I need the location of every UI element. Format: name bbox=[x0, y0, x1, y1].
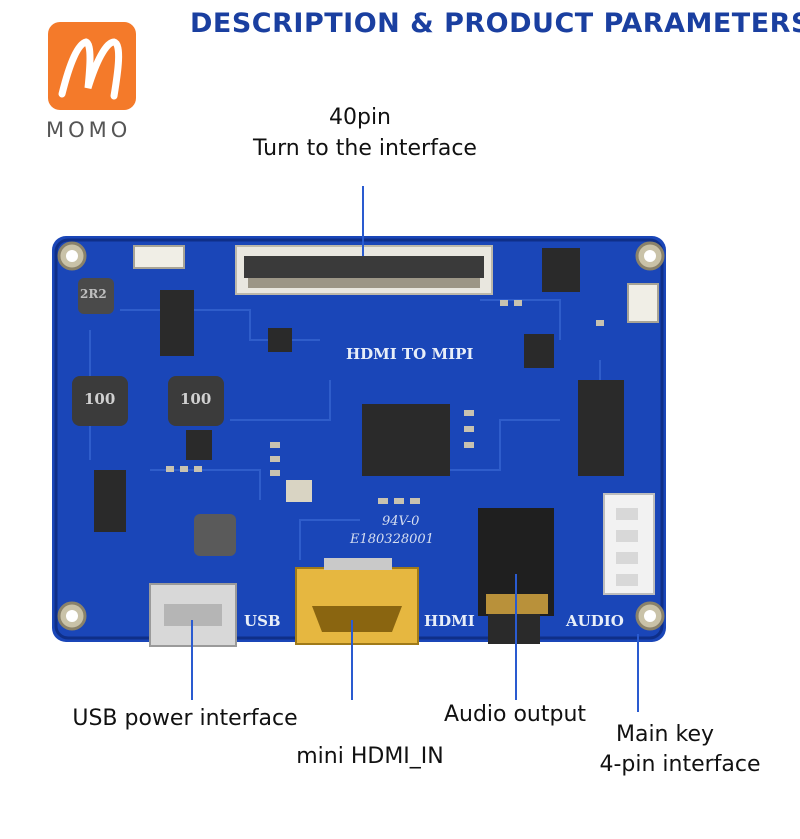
page-title: DESCRIPTION & PRODUCT PARAMETERS bbox=[190, 8, 800, 39]
callout-audio: Audio output bbox=[443, 702, 587, 727]
port-label-audio: AUDIO bbox=[566, 612, 624, 630]
passive-components bbox=[166, 300, 604, 504]
logo-mark-icon bbox=[58, 38, 123, 100]
port-label-hdmi: HDMI bbox=[424, 612, 475, 630]
logo-text: MOMO bbox=[46, 118, 132, 142]
port-label-usb: USB bbox=[244, 612, 281, 630]
usb-port bbox=[149, 583, 237, 647]
mini-hdmi-port bbox=[295, 558, 419, 645]
callout-interface: Turn to the interface bbox=[253, 136, 477, 161]
leader-lines bbox=[191, 186, 639, 712]
key-4pin-connector bbox=[603, 493, 655, 595]
callout-hdmi: mini HDMI_IN bbox=[296, 744, 444, 769]
silk-line-1: 94V-0 bbox=[382, 514, 420, 529]
audio-jack bbox=[478, 508, 554, 644]
inductor-label-2: 100 bbox=[180, 390, 212, 408]
silk-line-2: E180328001 bbox=[350, 532, 434, 547]
mounting-holes bbox=[57, 241, 665, 631]
inductor-label-3: 2R2 bbox=[80, 287, 107, 301]
callout-usb: USB power interface bbox=[72, 706, 298, 731]
side-connector bbox=[627, 283, 659, 323]
ic-chips bbox=[94, 248, 624, 532]
board-title: HDMI TO MIPI bbox=[346, 345, 474, 363]
small-connector bbox=[133, 245, 185, 269]
inductor-label-1: 100 bbox=[84, 390, 116, 408]
inductors bbox=[72, 278, 236, 556]
momo-logo-icon bbox=[48, 22, 136, 110]
callout-key-1: Main key bbox=[615, 722, 715, 747]
callout-40pin: 40pin bbox=[328, 105, 391, 130]
callout-key-2: 4-pin interface bbox=[599, 752, 761, 777]
